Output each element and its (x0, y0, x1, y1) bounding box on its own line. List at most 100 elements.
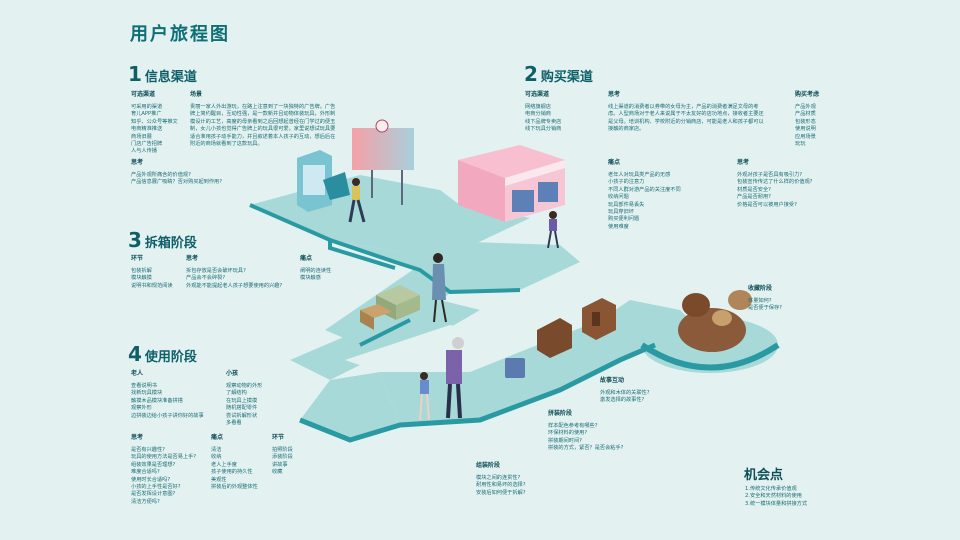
stage-1-channels: 可选渠道 可采用的渠道育儿APP推广知乎、公众号等推文电商精准推送商场旧展门店广… (131, 89, 178, 156)
assembly-stage: 组装阶段 模块之间的连贯性?耐用性和易坏的选择?安装后如何便于拆解? (476, 460, 525, 497)
assembly-list: 模块之间的连贯性?耐用性和易坏的选择?安装后如何便于拆解? (476, 475, 525, 497)
list-item: 包装形态 (795, 118, 816, 125)
list-item: 阐明的连读性 (300, 268, 332, 274)
list-item: 尝试拆解形状 (226, 412, 258, 419)
list-item: 拆包存放是否会破坏玩具? (186, 268, 246, 274)
list-item: 模块之间的连贯性? (476, 475, 521, 481)
list-item: 清洁方便吗? (131, 498, 160, 505)
list-item: 拼装期间时间? (548, 437, 582, 444)
list-item: 电商精准推送 (131, 126, 163, 133)
list-item: 门店广告招牌 (131, 141, 163, 148)
stage-3-title: 3 拆箱阶段 (128, 228, 197, 252)
stage-1-channels-list: 可采用的渠道育儿APP推广知乎、公众号等推文电商精准推送商场旧展门店广告招牌人与… (131, 104, 178, 156)
billboard (352, 119, 414, 205)
unboxing-boxes (360, 285, 420, 330)
list-item: 网络旗舰店 (525, 104, 551, 110)
stage-1-title: 1 信息渠道 (128, 62, 197, 86)
list-item: 3.统一模块体量和拼接方式 (745, 500, 808, 507)
list-item: 老年人对玩具类产品的无感 (608, 172, 671, 178)
wooden-animal-sculpture (678, 290, 752, 352)
stage-2-thinking: 思考 线上渠道的消费者以券带的女母为主，产品的消费者满足文母的考虑。人型商场对于… (608, 89, 768, 134)
list-item: 是否发挥设计意图? (131, 491, 176, 498)
list-item: 模块触摸 (131, 275, 152, 282)
stage-3-link-heading: 环节 (131, 255, 144, 262)
shop (458, 145, 565, 222)
stage-2-channels-heading: 可选渠道 (525, 91, 550, 98)
list-item: 材质是否安全? (737, 186, 771, 193)
list-item: 了解结构 (226, 390, 247, 397)
list-item: 线下品牌专卖店 (525, 118, 562, 125)
list-item: 玩具部件易丢失 (608, 201, 645, 208)
story-list: 外观和木体的关联性?激发选择的故事性? (600, 390, 649, 405)
stage-3-pain-heading: 痛点 (300, 255, 313, 262)
list-item: 是否有兴趣性? (131, 447, 165, 453)
list-item: 老人上手度 (211, 461, 237, 468)
list-item: 拍照阶段 (272, 447, 293, 453)
list-item: 应用场景 (795, 133, 816, 140)
stage-4-pain-list: 清洁收纳老人上手度孩子使用的持久性美观性拼装后的外观整体性 (211, 447, 258, 491)
list-item: 触摸木品模块准备拼搭 (131, 397, 183, 404)
list-item: 多看看 (226, 420, 242, 427)
stage-3-link: 环节 包装拆解模块触摸说明书和规范阅读 (131, 253, 173, 290)
stage-4-pain-heading: 痛点 (211, 434, 224, 441)
stage-1-channels-heading: 可选渠道 (131, 91, 156, 98)
stage-2-factors: 购买考虑 产品外观产品材质包装形态使用说明应用场景玩玩 (795, 89, 819, 148)
list-item: 不同人群对游产品的关注度不同 (608, 186, 681, 193)
stage-1-scenario: 场景 贵丽一家人外出游玩，在路上注意到了一块独特的广告牌。广告牌上简约醒目，互动… (190, 89, 340, 148)
path-segment-5 (290, 300, 480, 380)
stage-4-thinking-heading: 思考 (131, 434, 144, 441)
list-item: 玩玩 (795, 141, 806, 148)
list-item: 商场旧展 (131, 133, 152, 140)
stage-2-factors-heading: 购买考虑 (795, 91, 820, 98)
list-item: 边拼装边给小孩子讲你好的故事 (131, 412, 204, 419)
stage-2-thinking-2-heading: 思考 (737, 159, 750, 166)
stage-4-pain: 痛点 清洁收纳老人上手度孩子使用的持久性美观性拼装后的外观整体性 (211, 432, 258, 491)
stage-4-child-list: 观察动物的外形了解结构在玩具上摸摸随机搭配零件尝试拆解形状多看看 (226, 383, 262, 427)
stage-1-label: 信息渠道 (144, 70, 197, 85)
stage-1-scenario-text: 贵丽一家人外出游玩，在路上注意到了一块独特的广告牌。广告牌上简约醒目，互动性强，… (190, 104, 336, 148)
list-item: 1.传统文化传承价值观 (745, 486, 797, 492)
stage-4-number: 4 (128, 342, 142, 366)
stage-2-number: 2 (524, 62, 538, 86)
list-item: 包装宣传传达了什么样的价值观? (737, 179, 813, 186)
list-item: 2.安全和天然材料的使用 (745, 493, 802, 500)
stage-1-thinking-heading: 思考 (131, 159, 144, 166)
stage-2-pain: 痛点 老年人对玩具类产品的无感小孩子的注意力不同人群对游产品的关注度不同收纳问题… (608, 157, 681, 231)
list-item: 包装拆解 (131, 268, 152, 274)
stage-4-link-heading: 环节 (272, 434, 285, 441)
list-item: 孩子使用的持久性 (211, 469, 253, 476)
stage-4-child-heading: 小孩 (226, 370, 239, 377)
stage-3-pain: 痛点 阐明的连读性模块触感 (300, 253, 331, 283)
path-segment-7 (300, 372, 400, 440)
list-item: 价格是否可以被用户接受? (737, 201, 797, 208)
stage-4-label: 使用阶段 (144, 350, 197, 365)
collect-heading: 收藏阶段 (748, 285, 773, 292)
list-item: 育儿APP推广 (131, 111, 162, 118)
list-item: 玩具的使用方法是否易上手? (131, 454, 197, 461)
stage-2-title: 2 购买渠道 (524, 62, 593, 86)
list-item: 是否便于保存? (748, 305, 782, 312)
list-item: 外观和木体的关联性? (600, 390, 650, 396)
stage-4-thinking-list: 是否有兴趣性?玩具的使用方法是否易上手?组装效果是否理想?难度合适吗?使用时长合… (131, 447, 196, 506)
path-hole (345, 325, 520, 372)
list-item: 小孩的上手性是否好? (131, 484, 181, 491)
list-item: 拼装的方式，紧否？是否会粘手? (548, 445, 624, 452)
list-item: 样本配色参考有哪些? (548, 423, 598, 429)
list-item: 产品信息展广吸睛？否对购买起到作用? (131, 179, 222, 186)
list-item: 产品外观所痛含的价值观? (131, 172, 191, 178)
list-item: 收纳 (211, 454, 222, 461)
stage-4-thinking: 思考 是否有兴趣性?玩具的使用方法是否易上手?组装效果是否理想?难度合适吗?使用… (131, 432, 196, 506)
list-item: 产品材质 (795, 111, 816, 118)
stage-4-link: 环节 拍照阶段添装阶段讲故事收藏 (272, 432, 293, 477)
list-item: 观察外形 (131, 405, 152, 412)
list-item: 环保材料的使用? (548, 430, 588, 437)
build-heading: 拼装阶段 (548, 410, 573, 417)
list-item: 收藏 (272, 469, 283, 476)
stage-3-number: 3 (128, 228, 142, 252)
collect-list: 体量如何?是否便于保存? (748, 298, 782, 313)
stage-3-thinking-list: 拆包存放是否会破坏玩具?产品会不会碎裂?外观能不能提起老人孩子想要使用的兴趣? (186, 268, 282, 290)
build-list: 样本配色参考有哪些?环保材料的使用?拼装期间时间?拼装的方式，紧否？是否会粘手? (548, 423, 623, 453)
stage-2-pain-list: 老年人对玩具类产品的无感小孩子的注意力不同人群对游产品的关注度不同收纳问题玩具部… (608, 172, 681, 231)
